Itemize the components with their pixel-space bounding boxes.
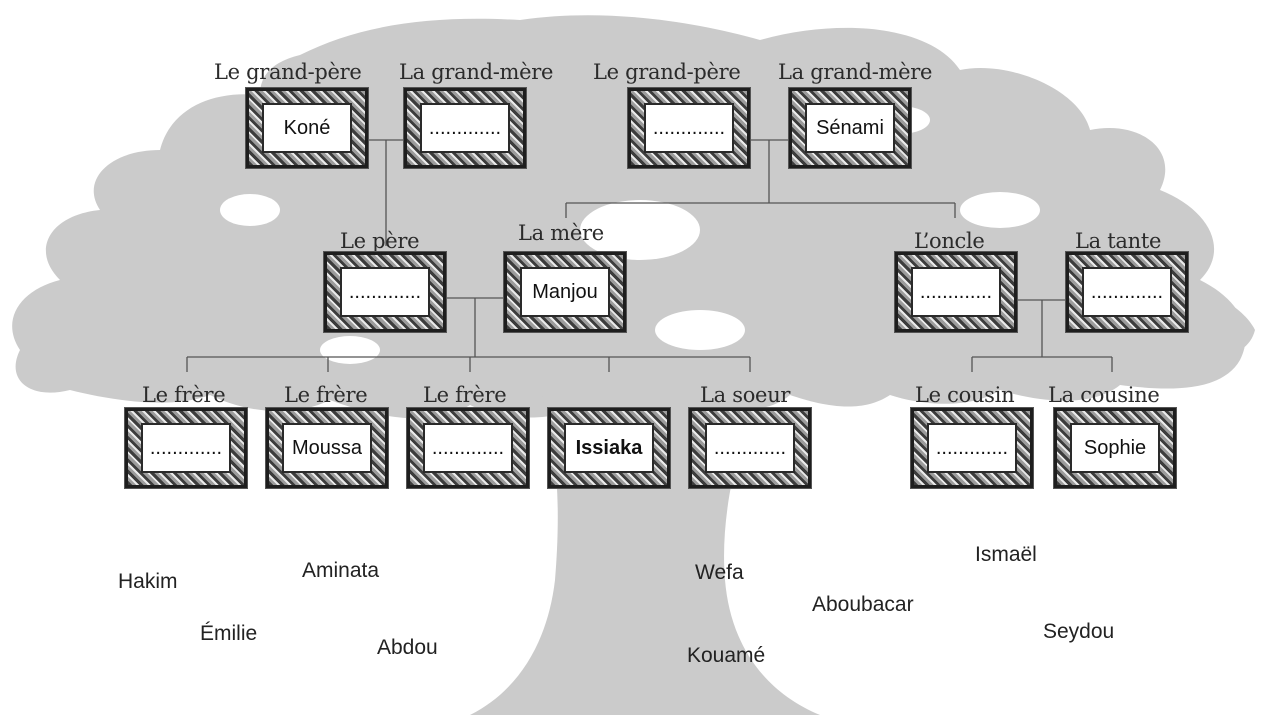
word-bank-item[interactable]: Ismaël: [975, 544, 1037, 565]
member-card-self[interactable]: Issiaka: [548, 408, 670, 488]
member-name: Manjou: [520, 267, 610, 317]
word-bank-item[interactable]: Hakim: [118, 571, 178, 592]
label-cousin: Le cousin: [915, 385, 1014, 406]
member-card-tante[interactable]: .............: [1066, 252, 1188, 332]
member-name: .............: [911, 267, 1001, 317]
label-mere: La mère: [518, 223, 604, 244]
member-name: .............: [420, 103, 510, 153]
member-card-grandpere-2[interactable]: .............: [628, 88, 750, 168]
member-name: Sophie: [1070, 423, 1160, 473]
member-card-frere-3[interactable]: .............: [407, 408, 529, 488]
label-tante: La tante: [1075, 231, 1161, 252]
member-card-grandpere-1[interactable]: Koné: [246, 88, 368, 168]
word-bank-item[interactable]: Aminata: [302, 560, 379, 581]
word-bank-item[interactable]: Abdou: [377, 637, 438, 658]
member-name: .............: [340, 267, 430, 317]
label-frere-2: Le frère: [284, 385, 367, 406]
word-bank-item[interactable]: Seydou: [1043, 621, 1114, 642]
member-name: Issiaka: [564, 423, 654, 473]
member-card-grandmere-1[interactable]: .............: [404, 88, 526, 168]
label-grandmere-2: La grand-mère: [778, 62, 932, 83]
member-name: .............: [927, 423, 1017, 473]
label-cousine: La cousine: [1048, 385, 1160, 406]
label-soeur: La soeur: [700, 385, 790, 406]
label-oncle: L’oncle: [914, 231, 985, 252]
member-card-oncle[interactable]: .............: [895, 252, 1017, 332]
member-name: Koné: [262, 103, 352, 153]
member-name: .............: [644, 103, 734, 153]
member-name: .............: [1082, 267, 1172, 317]
label-grandpere-2: Le grand-père: [593, 62, 741, 83]
member-card-frere-1[interactable]: .............: [125, 408, 247, 488]
word-bank-item[interactable]: Aboubacar: [812, 594, 914, 615]
member-name: .............: [423, 423, 513, 473]
member-name: Moussa: [282, 423, 372, 473]
label-frere-1: Le frère: [142, 385, 225, 406]
member-card-cousine[interactable]: Sophie: [1054, 408, 1176, 488]
member-card-frere-2[interactable]: Moussa: [266, 408, 388, 488]
member-card-grandmere-2[interactable]: Sénami: [789, 88, 911, 168]
member-card-pere[interactable]: .............: [324, 252, 446, 332]
member-name: .............: [705, 423, 795, 473]
member-card-mere[interactable]: Manjou: [504, 252, 626, 332]
word-bank-item[interactable]: Kouamé: [687, 645, 765, 666]
label-grandmere-1: La grand-mère: [399, 62, 553, 83]
member-name: Sénami: [805, 103, 895, 153]
member-name: .............: [141, 423, 231, 473]
member-card-cousin[interactable]: .............: [911, 408, 1033, 488]
word-bank-item[interactable]: Émilie: [200, 623, 257, 644]
word-bank-item[interactable]: Wefa: [695, 562, 744, 583]
label-grandpere-1: Le grand-père: [214, 62, 362, 83]
member-card-soeur[interactable]: .............: [689, 408, 811, 488]
label-pere: Le père: [340, 231, 419, 252]
label-frere-3: Le frère: [423, 385, 506, 406]
